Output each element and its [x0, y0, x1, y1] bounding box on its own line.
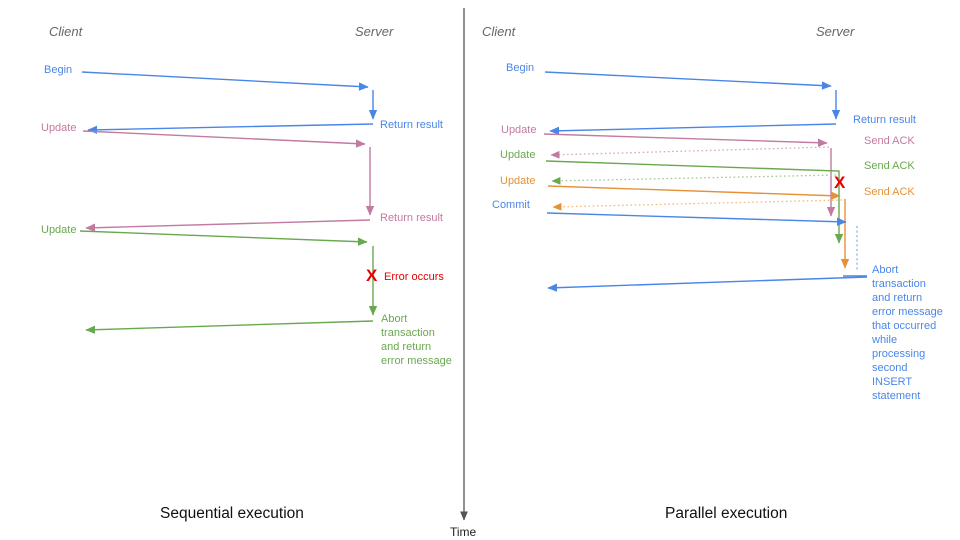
seq-begin-response-arrow	[87, 123, 374, 135]
par-update2-request-processing-line	[545, 160, 844, 244]
right-send-ack3-label: Send ACK	[864, 186, 915, 198]
par-abort-response-arrow	[547, 276, 868, 292]
par-update1-ack-arrow	[550, 146, 830, 159]
right-error-x-mark: X	[834, 173, 846, 192]
seq-update1-response-arrow	[85, 219, 371, 232]
left-client-header: Client	[49, 24, 83, 39]
left-begin-label: Begin	[44, 64, 73, 76]
left-error-occurs-label: Error occurs	[384, 271, 444, 283]
right-server-header: Server	[816, 24, 855, 39]
right-update1-label: Update	[501, 124, 537, 136]
right-send-ack1-label: Send ACK	[864, 135, 915, 147]
right-update3-label: Update	[500, 175, 536, 187]
left-panel-title: Sequential execution	[160, 505, 304, 522]
right-begin-label: Begin	[506, 62, 535, 74]
left-return-result1-label: Return result	[380, 119, 443, 131]
par-commit-request-arrow	[546, 212, 847, 226]
par-update3-ack-arrow	[552, 199, 843, 211]
right-send-ack2-label: Send ACK	[864, 160, 915, 172]
right-client-header: Client	[482, 24, 516, 39]
right-abort-note: Abort transaction and return error messa…	[872, 264, 943, 402]
par-begin-response-arrow	[549, 123, 837, 135]
par-update3-request-arrow	[547, 185, 841, 200]
par-begin-request-arrow	[544, 71, 832, 90]
seq-begin-request-arrow	[81, 71, 369, 91]
left-update1-label: Update	[41, 122, 77, 134]
left-return-result2-label: Return result	[380, 212, 443, 224]
left-server-header: Server	[355, 24, 394, 39]
left-error-x-mark: X	[366, 266, 378, 285]
right-commit-label: Commit	[492, 199, 530, 211]
time-axis-label: Time	[450, 525, 477, 539]
seq-abort-response-arrow	[85, 320, 374, 334]
right-update2-label: Update	[500, 149, 536, 161]
left-abort-note: Abort transaction and return error messa…	[381, 313, 452, 367]
seq-update2-request-arrow	[79, 230, 368, 246]
par-update1-request-arrow	[543, 133, 828, 147]
par-update2-ack-arrow	[551, 174, 837, 185]
seq-update1-request-arrow	[82, 130, 366, 148]
left-update2-label: Update	[41, 224, 77, 236]
right-panel-title: Parallel execution	[665, 505, 788, 522]
right-return-result-label: Return result	[853, 114, 916, 126]
